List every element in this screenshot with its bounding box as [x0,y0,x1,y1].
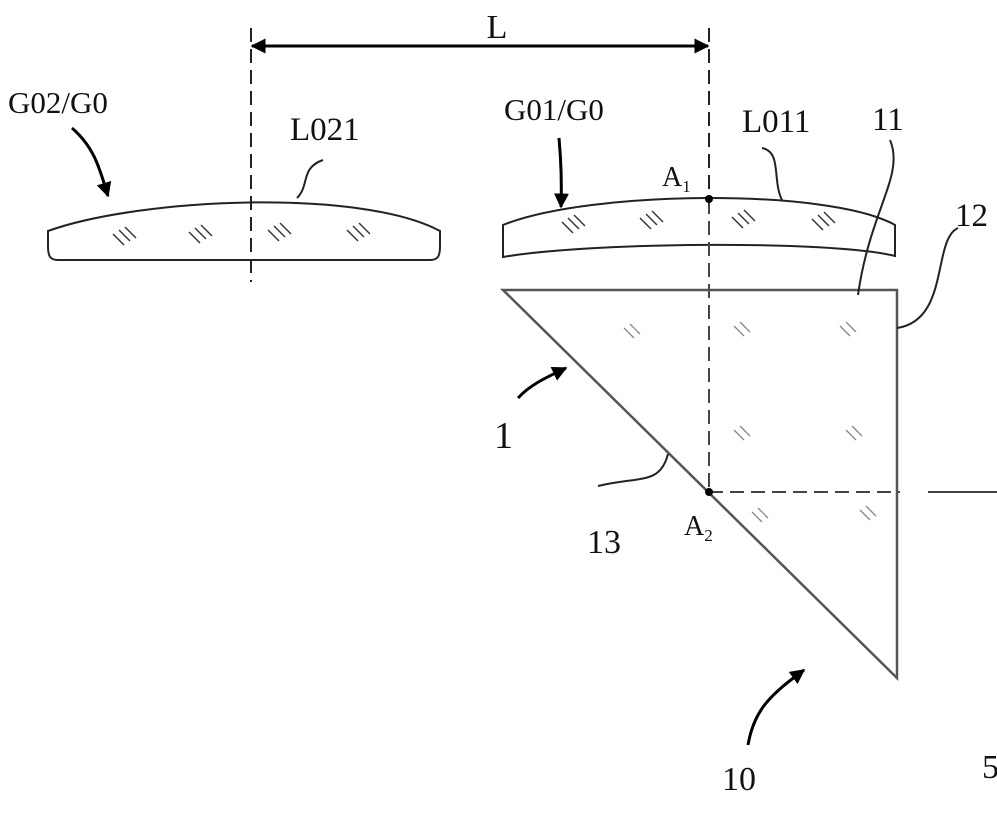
leader-arrow-1 [516,366,568,400]
lens-l021-hatching [112,222,371,246]
leader-12 [896,227,959,329]
lens-label-l011: L011 [742,104,810,140]
lens-l011-hatching [561,209,836,234]
label-11: 11 [872,102,904,138]
label-1: 1 [494,415,513,457]
leader-arrow-g02 [71,126,112,198]
point-a2 [705,488,713,496]
prism [499,288,899,681]
label-5-partial: 5 [982,749,997,786]
leader-arrow-10 [746,668,806,746]
leader-l021 [296,159,324,199]
label-13: 13 [587,524,621,561]
lens-group-label-g02: G02/G0 [8,85,108,120]
label-12: 12 [955,198,988,234]
lens-l021 [47,201,441,261]
lens-l011 [502,197,896,259]
prism-hatching [623,321,877,523]
point-a1 [705,195,713,203]
leader-13 [597,453,669,487]
label-10: 10 [722,761,756,798]
dimension-label: L [487,9,508,46]
leader-arrow-g01 [554,137,569,209]
lens-label-l021: L021 [290,112,360,148]
leader-l011 [761,147,783,201]
point-a2-label: A2 [684,511,713,545]
leader-11 [857,139,895,296]
point-a1-label: A1 [662,162,691,196]
lens-group-label-g01: G01/G0 [504,92,604,127]
